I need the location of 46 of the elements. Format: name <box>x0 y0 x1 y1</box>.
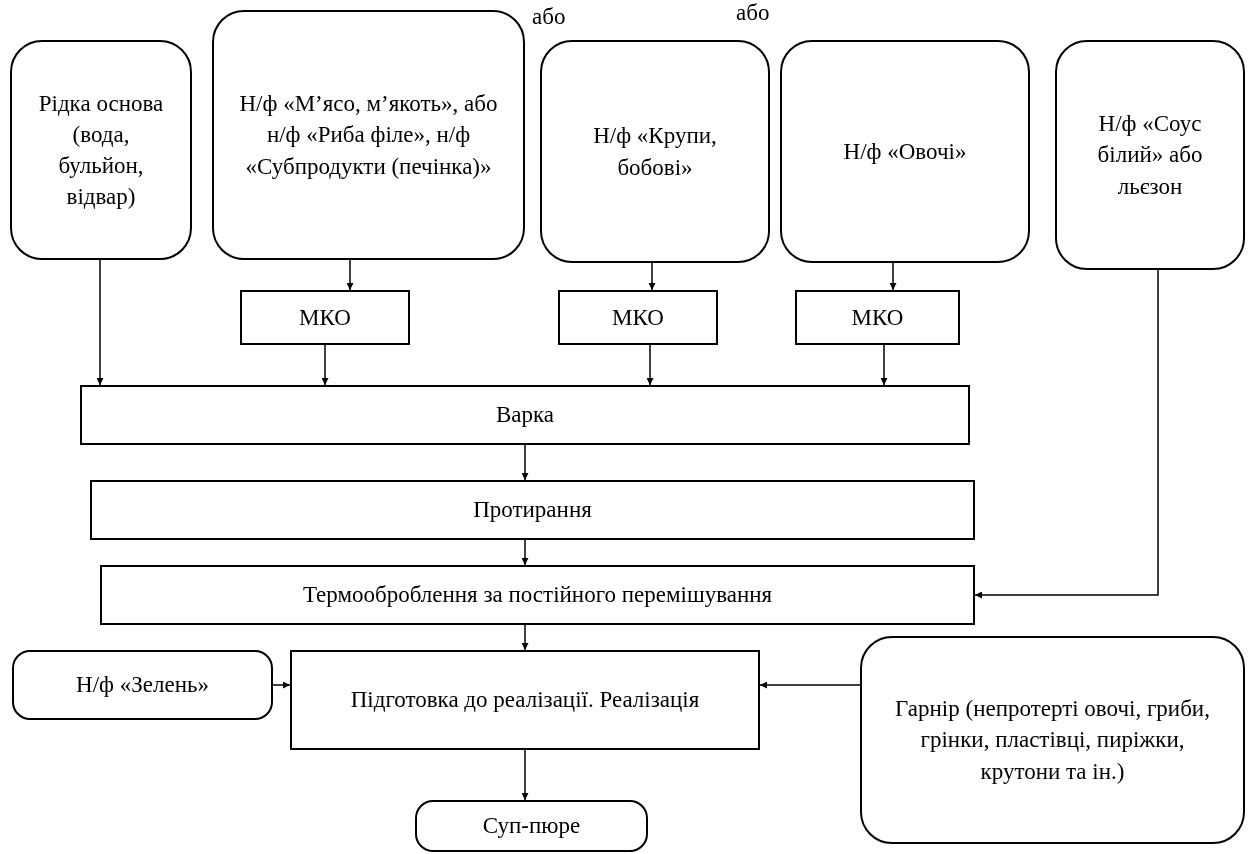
node-text: Варка <box>494 401 556 430</box>
node-text: Н/ф «Соус білий» або льєзон <box>1096 110 1204 201</box>
process-box <box>100 565 975 625</box>
arrow <box>974 269 1159 599</box>
arrow <box>521 624 529 651</box>
process-box <box>80 385 970 445</box>
node-text: Протирання <box>472 496 593 525</box>
arrow <box>321 344 329 386</box>
node-text: Н/ф «Крупи, бобові» <box>592 122 718 182</box>
rounded-box <box>540 40 770 263</box>
node-text: Н/ф «Овочі» <box>842 137 968 166</box>
arrow <box>346 259 354 291</box>
rounded-box <box>780 40 1030 263</box>
arrow <box>646 344 654 386</box>
node-text: Гарнір (непротерті овочі, гриби, грінки, пластівці, пиріжки, крутони та ін.) <box>894 695 1211 786</box>
arrow <box>889 262 897 291</box>
arrow <box>648 262 656 291</box>
rounded-box <box>12 650 273 720</box>
node-text: Рідка основа (вода, бульйон, відвар) <box>37 89 165 212</box>
process-box <box>290 650 760 750</box>
arrow <box>96 259 104 386</box>
node-text: МКО <box>611 303 665 332</box>
node-text: МКО <box>298 303 352 332</box>
arrow <box>521 444 529 481</box>
note-text: або <box>532 4 566 30</box>
rounded-box <box>212 10 525 260</box>
process-box <box>558 290 718 345</box>
node-text: Підготовка до реалізації. Реалізація <box>349 686 701 715</box>
arrow <box>759 681 861 689</box>
note-text: або <box>736 0 770 26</box>
node-text: Термооброблення за постійного перемішування <box>301 581 774 610</box>
process-box <box>240 290 410 345</box>
node-text: Н/ф «Зелень» <box>75 671 210 700</box>
rounded-box <box>415 800 648 852</box>
rounded-box <box>860 636 1245 844</box>
process-box <box>90 480 975 540</box>
node-text: Суп-пюре <box>481 812 582 841</box>
arrow <box>521 749 529 801</box>
arrow <box>880 344 888 386</box>
arrow <box>272 681 291 689</box>
rounded-box <box>1055 40 1245 270</box>
process-box <box>795 290 960 345</box>
arrow <box>521 539 529 566</box>
rounded-box <box>10 40 192 260</box>
node-text: Н/ф «М’ясо, м’якоть», або н/ф «Риба філе», н/ф «Субпродукти (печінка)» <box>238 90 499 181</box>
node-text: МКО <box>850 303 905 332</box>
